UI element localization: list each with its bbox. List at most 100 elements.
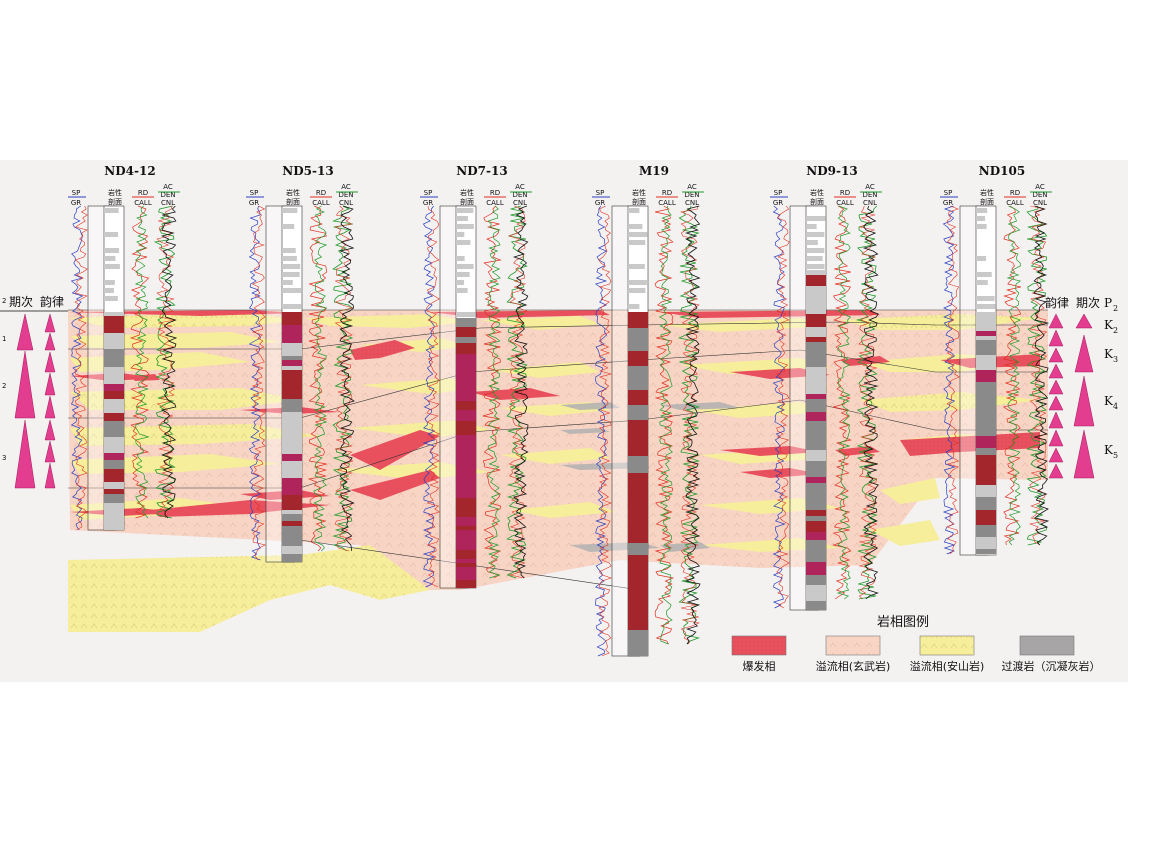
lithology-bed <box>456 559 476 563</box>
lithology-bed <box>282 443 302 454</box>
lithology-bed <box>282 272 300 277</box>
lithology-bed <box>628 312 648 328</box>
lithology-bed <box>104 288 114 293</box>
lithology-bed <box>976 448 996 455</box>
lithology-bed <box>456 327 476 337</box>
stage-triangle <box>1075 313 1093 329</box>
rhythm-triangle <box>1048 363 1064 379</box>
lithology-bed <box>806 248 825 253</box>
legend-label: 过渡岩（沉凝灰岩） <box>1002 659 1101 673</box>
call-curve <box>836 205 852 600</box>
lithology-bed <box>456 526 476 530</box>
lithology-bed <box>976 420 996 436</box>
lithology-bed <box>806 232 825 237</box>
lithology-bed <box>806 216 826 221</box>
lithology-bed <box>806 327 826 337</box>
lithology-bed <box>628 581 648 586</box>
lithology-bed <box>628 491 648 502</box>
log3-bottom-label: CNL <box>1033 199 1047 207</box>
log3-mid-label: DEN <box>160 191 175 199</box>
lithology-bed <box>628 456 648 473</box>
zone-label: K <box>1104 347 1114 361</box>
lithology-bed <box>282 366 302 370</box>
lithology-bed <box>976 388 996 396</box>
lithology-bed <box>104 208 119 213</box>
log1-bottom-label: GR <box>595 199 605 207</box>
lithology-bed <box>976 256 987 261</box>
legend-label: 溢流相(安山岩) <box>910 659 985 673</box>
log2-top-label: RD <box>138 189 148 197</box>
lithology-bed <box>976 312 996 317</box>
andesite-lenses-hatch <box>68 312 1040 446</box>
lith-label-bottom: 剖面 <box>810 197 824 206</box>
lithology-bed <box>806 477 826 483</box>
basalt-body-hatch <box>68 310 1048 590</box>
right-rhythm-header: 韵律 <box>1045 295 1069 310</box>
rhythm-triangle <box>1048 429 1064 447</box>
lithology-bed <box>628 604 648 616</box>
sp-curve <box>942 205 956 555</box>
lithology-bed <box>282 510 302 514</box>
lithology-bed <box>806 532 826 540</box>
andesite-lower-wedge-hatch <box>68 545 430 632</box>
lithology-bed <box>456 530 476 538</box>
lithology-bed <box>456 312 476 317</box>
left-stage-header: 期次 <box>9 295 33 309</box>
rhythm-triangle <box>44 332 56 351</box>
lithology-bed <box>628 655 648 656</box>
lithology-bed <box>806 412 826 421</box>
lithology-bed <box>628 638 648 655</box>
lithology-bed <box>976 382 996 388</box>
lithology-bed <box>282 288 302 293</box>
log2-top-label: RD <box>490 189 500 197</box>
cnl-curve <box>684 205 701 645</box>
den-curve <box>679 205 700 645</box>
lithology-bed <box>104 489 124 494</box>
lithology-bed <box>628 264 645 269</box>
lithology-bed <box>628 208 640 213</box>
lithology-bed <box>104 437 124 453</box>
lithology-bed <box>976 317 996 331</box>
left-rhythm-header: 韵律 <box>40 294 64 309</box>
lithology-bed <box>976 340 996 355</box>
lithology-bed <box>456 421 476 435</box>
rhythm-triangle <box>1048 329 1064 347</box>
lithology-bed <box>282 370 302 383</box>
zone-label-sub: 5 <box>1113 451 1118 460</box>
lithology-bed <box>456 504 476 513</box>
lithology-bed <box>806 383 826 394</box>
left-rhythm-triangles <box>14 313 56 489</box>
log1-bottom-label: GR <box>71 199 81 207</box>
den-curve <box>156 205 176 519</box>
lithology-bed <box>806 553 826 562</box>
gr-curve <box>426 205 441 588</box>
lithology-bed <box>806 399 826 412</box>
lithology-bed <box>104 333 124 343</box>
lithology-bed <box>628 224 643 229</box>
log3-bottom-label: CNL <box>685 199 699 207</box>
lithology-bed <box>628 385 648 390</box>
lithology-bed <box>628 240 646 245</box>
lithology-bed <box>628 445 648 456</box>
lithology-bed <box>806 450 826 461</box>
log3-bottom-label: CNL <box>339 199 353 207</box>
lith-label-top: 岩性 <box>980 188 994 197</box>
lithology-bed <box>456 224 474 229</box>
wells: ND4-12SPGR岩性剖面RDCALLACDENCNLND5-13SPGR岩性… <box>68 164 1052 657</box>
lithology-bed <box>628 280 647 285</box>
lithology-bed <box>628 630 648 638</box>
lithology-bed <box>806 483 826 491</box>
lithology-bed <box>976 525 996 537</box>
lithology-bed <box>282 312 302 325</box>
stage-triangle <box>1074 334 1094 373</box>
cnl-curve <box>1033 205 1050 546</box>
log3-bottom-label: CNL <box>161 199 175 207</box>
lithology-bed <box>628 616 648 620</box>
log3-mid-label: DEN <box>862 191 877 199</box>
lithology-bed <box>806 275 826 286</box>
lithology-bed <box>104 232 119 237</box>
lith-label-bottom: 剖面 <box>632 197 646 206</box>
log3-top-label: AC <box>515 183 525 191</box>
log3-top-label: AC <box>687 183 697 191</box>
